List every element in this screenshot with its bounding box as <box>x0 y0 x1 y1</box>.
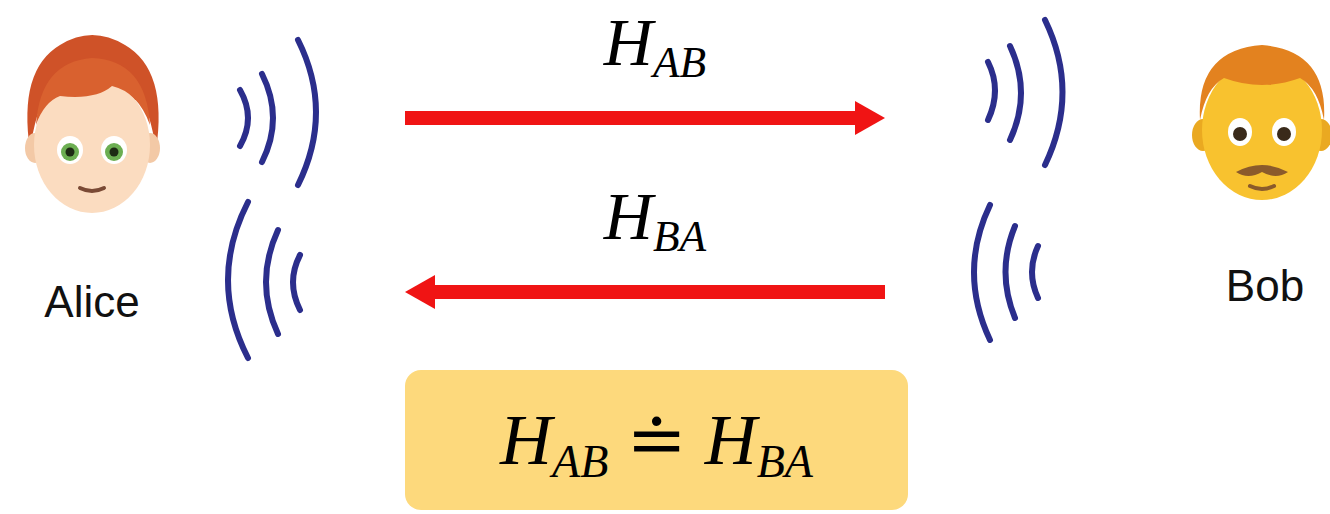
bob-face <box>1192 45 1330 200</box>
person-name: Bob <box>1226 264 1304 308</box>
person-node: Bob <box>895 10 1330 340</box>
channel-arrow <box>405 101 885 135</box>
channel-label: HAB <box>600 8 710 76</box>
channel-label: HBA <box>600 182 710 250</box>
equation-box: HAB ≐ HBA <box>405 370 908 510</box>
equation-text: HAB ≐ HBA <box>500 404 813 476</box>
person-name: Alice <box>44 280 139 324</box>
channel-arrow <box>405 275 885 309</box>
alice-face <box>25 35 160 213</box>
person-node: Alice <box>0 10 395 340</box>
